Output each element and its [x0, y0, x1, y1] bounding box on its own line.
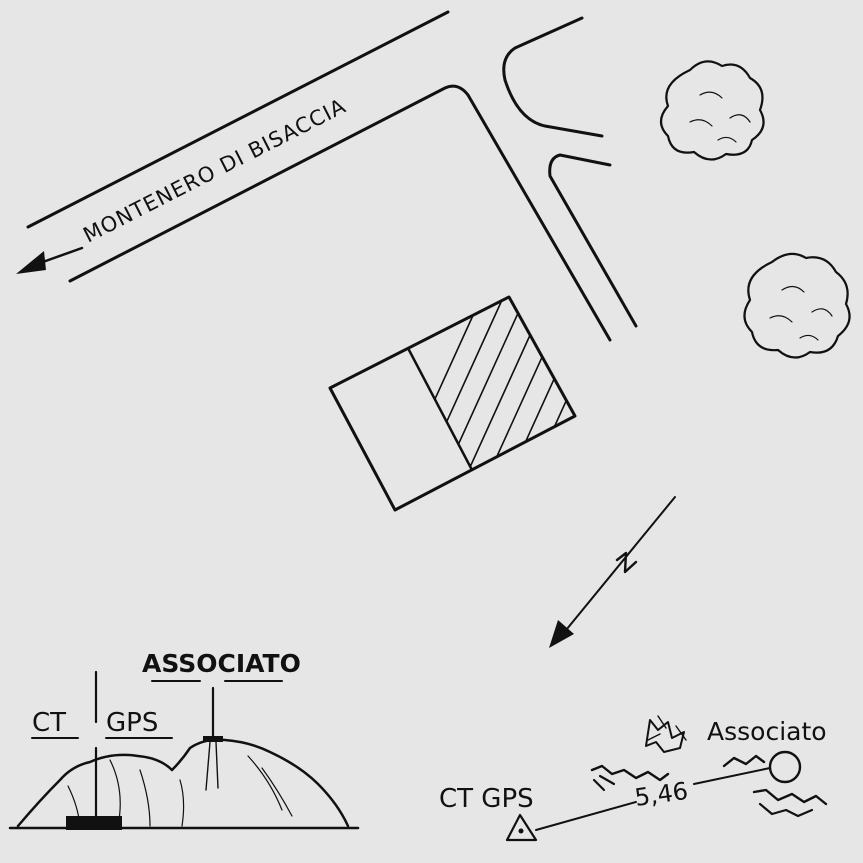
shrub-cluster-detail: [647, 715, 687, 741]
tree-lower-crown-icon: [743, 252, 851, 359]
rock-cluster-right-lower: [752, 788, 828, 806]
hill-outline: [16, 738, 350, 828]
side-road-edge-upper: [502, 16, 604, 138]
building-hatch: [409, 299, 575, 470]
north-arrow-shaft: [561, 496, 676, 636]
road-label: MONTENERO DI BISACCIA: [79, 94, 350, 248]
associato-point-icon: [768, 750, 802, 784]
building: [328, 295, 577, 512]
ct-gps-triangle-icon: [505, 813, 538, 842]
building-divider: [407, 348, 474, 472]
baseline-left-segment: [535, 801, 637, 831]
tree-upper-texture: [689, 91, 751, 143]
tree-upper: [659, 60, 765, 161]
detail-associato-label: Associato: [707, 717, 827, 746]
panorama-associato-label: ASSOCIATO: [142, 649, 301, 678]
rock-cluster-left-detail: [592, 774, 616, 792]
rock-cluster-right-upper: [722, 754, 766, 768]
panorama-gps-label: GPS: [106, 708, 158, 738]
baseline-right-segment: [693, 767, 771, 785]
road-edge-upper: [26, 10, 450, 229]
detail-ct-gps-label: CT GPS: [439, 784, 534, 814]
road-montenero: MONTENERO DI BISACCIA: [16, 10, 612, 342]
associato-station-stem: [205, 741, 219, 791]
associato-station-icon: [203, 736, 223, 742]
panorama-sketch: CT GPS ASSOCIATO: [8, 649, 360, 830]
ct-gps-triangle-dot: [518, 828, 524, 834]
detail-plan: CT GPS Associato 5,46: [439, 715, 828, 842]
side-road: [502, 16, 638, 328]
tree-upper-crown-icon: [659, 60, 765, 161]
ct-gps-station-icon: [66, 816, 122, 830]
road-edge-lower: [68, 84, 612, 342]
rock-cluster-right-lower-detail: [758, 802, 814, 818]
north-arrow-head-icon: [549, 620, 574, 648]
north-label: N: [630, 554, 631, 556]
rock-cluster-left: [590, 764, 670, 782]
building-outline: [328, 295, 577, 512]
road-direction-arrow-icon: [16, 251, 46, 274]
hill-texture: [67, 755, 293, 827]
shrub-cluster: [645, 719, 685, 753]
side-road-edge-lower: [548, 153, 638, 328]
distance-label: 5,46: [633, 777, 690, 812]
north-arrow: N: [549, 496, 676, 648]
tree-lower: [743, 252, 851, 359]
road-arrow-shaft: [38, 246, 84, 265]
panorama-ct-label: CT: [32, 708, 66, 738]
north-glyph-icon: [615, 551, 638, 574]
tree-lower-texture: [769, 285, 833, 341]
